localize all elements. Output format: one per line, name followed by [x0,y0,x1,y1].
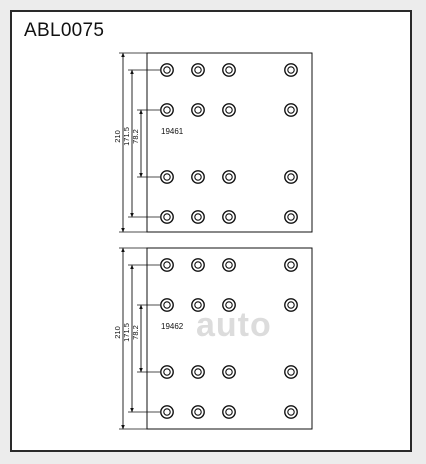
hole-inner [163,368,171,376]
hole-inner [225,66,233,74]
pad-part-number: 19461 [161,127,184,136]
hole-inner [194,213,202,221]
hole-outer [284,298,298,312]
hole-outer [191,365,205,379]
hole-inner [194,106,202,114]
hole-inner [287,408,295,416]
hole-inner [194,301,202,309]
pad-part-number: 19462 [161,322,184,331]
hole-outer [284,210,298,224]
dimension-label-height: 210 [113,130,122,143]
hole-outer [222,210,236,224]
hole-outer [160,258,174,272]
hole-outer [160,405,174,419]
hole-inner [287,173,295,181]
hole-outer [284,405,298,419]
hole-outer [191,210,205,224]
hole-outer [191,170,205,184]
hole-outer [222,170,236,184]
hole-inner [225,213,233,221]
hole-inner [287,261,295,269]
hole-outer [284,103,298,117]
watermark-text: auto [196,306,272,344]
hole-inner [194,66,202,74]
hole-outer [160,170,174,184]
hole-outer [160,103,174,117]
hole-outer [284,365,298,379]
hole-inner [163,106,171,114]
dimension-label-outer-span: 171.5 [122,323,131,342]
hole-outer [191,298,205,312]
dimension-label-outer-span: 171.5 [122,127,131,146]
hole-inner [225,106,233,114]
hole-inner [194,261,202,269]
hole-inner [163,66,171,74]
hole-outer [191,103,205,117]
hole-outer [284,170,298,184]
hole-inner [225,261,233,269]
hole-inner [225,368,233,376]
dimension-label-height: 210 [113,326,122,339]
dimension-label-inner-span: 78.2 [131,325,140,340]
hole-inner [287,66,295,74]
hole-inner [287,106,295,114]
hole-outer [160,210,174,224]
hole-inner [225,173,233,181]
hole-outer [222,298,236,312]
hole-outer [284,63,298,77]
hole-inner [163,213,171,221]
hole-inner [163,261,171,269]
hole-outer [160,298,174,312]
hole-inner [287,368,295,376]
pad-outline [146,52,313,233]
hole-outer [222,103,236,117]
hole-outer [191,258,205,272]
hole-inner [225,408,233,416]
hole-outer [222,258,236,272]
hole-inner [163,301,171,309]
hole-inner [287,301,295,309]
hole-outer [160,63,174,77]
hole-inner [287,213,295,221]
hole-outer [160,365,174,379]
pad-outline [146,247,313,430]
hole-outer [222,63,236,77]
hole-inner [163,173,171,181]
hole-inner [163,408,171,416]
hole-inner [194,408,202,416]
hole-inner [194,173,202,181]
part-code-title: ABL0075 [24,20,105,41]
dimension-label-inner-span: 78.2 [131,129,140,144]
hole-outer [284,258,298,272]
hole-inner [225,301,233,309]
hole-outer [191,63,205,77]
hole-outer [222,365,236,379]
hole-inner [194,368,202,376]
hole-outer [191,405,205,419]
hole-outer [222,405,236,419]
